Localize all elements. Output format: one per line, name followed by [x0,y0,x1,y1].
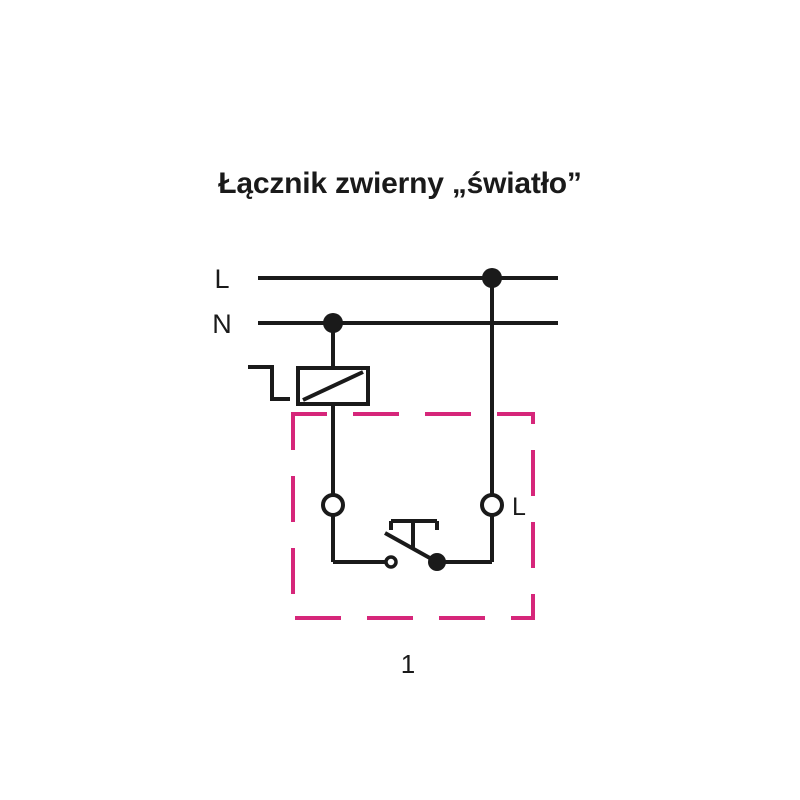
bracket-symbol-path [248,365,290,401]
line-rail: L [214,264,558,294]
lamp-load [296,366,370,406]
terminal-right-ring [480,493,504,517]
junction-line-dot [482,268,502,288]
terminal-left [321,493,345,562]
lamp-load-diagonal [302,370,364,402]
device-boundary-rect [291,412,535,620]
figure-number: 1 [401,649,415,679]
bracket-symbol [248,365,290,401]
terminal-right-label: L [512,493,526,521]
line-rail-label: L [214,264,229,294]
switch-contact-open [384,555,398,569]
neutral-rail-label: N [212,309,232,339]
terminal-left-ring [321,493,345,517]
terminal-right: L [480,493,526,562]
push-button-switch [384,519,446,571]
neutral-rail: N [212,309,558,339]
junction-neutral-dot [323,313,343,333]
page-title: Łącznik zwierny „światło” [218,167,582,200]
device-boundary [291,412,535,620]
